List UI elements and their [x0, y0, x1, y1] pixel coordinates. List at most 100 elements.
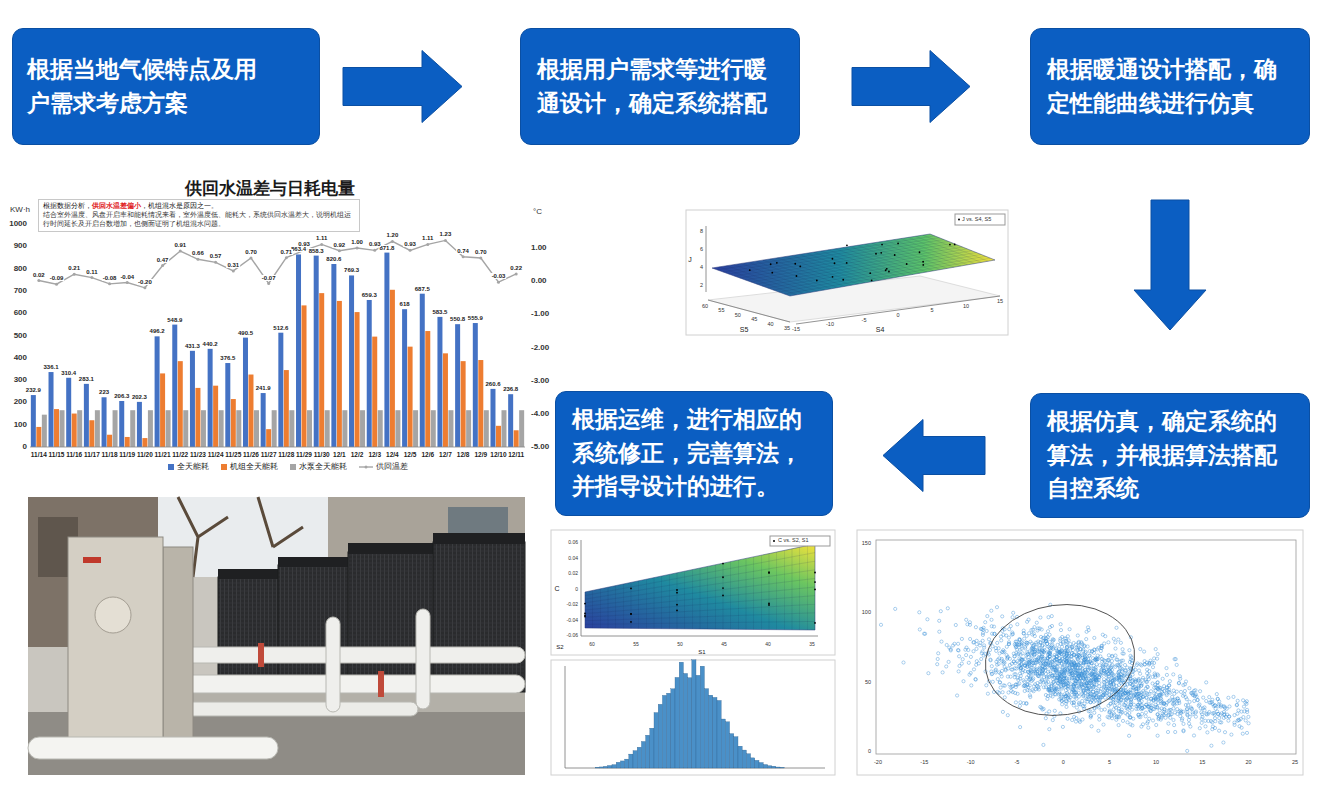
- scatter-point: [1040, 628, 1043, 631]
- scatter-point: [1172, 673, 1175, 676]
- scatter-point: [1151, 666, 1154, 669]
- trend-marker: [267, 282, 270, 285]
- scatter-point: [1163, 708, 1166, 711]
- data-point: [871, 279, 873, 281]
- scatter-point: [965, 618, 968, 621]
- scatter-point: [1054, 687, 1057, 690]
- scatter-point: [1009, 675, 1012, 678]
- bar: [384, 253, 389, 447]
- scatter-point: [998, 681, 1001, 684]
- scatter-point: [1132, 703, 1135, 706]
- scatter-point: [894, 607, 897, 610]
- legend-dot: [773, 540, 775, 542]
- data-point: [584, 603, 586, 605]
- scatter-point: [1022, 685, 1025, 688]
- data-point: [885, 269, 887, 271]
- bar: [508, 394, 513, 447]
- trend-marker: [214, 261, 217, 264]
- scatter-point: [1059, 642, 1062, 645]
- trend-marker: [179, 250, 182, 253]
- scatter-point: [1073, 683, 1076, 686]
- scatter-point: [1053, 682, 1056, 685]
- scatter-point: [1098, 685, 1101, 688]
- scatter-point: [1011, 685, 1014, 688]
- axis-line: [581, 540, 582, 636]
- scatter-point: [972, 668, 975, 671]
- data-point: [832, 276, 834, 278]
- bar: [337, 301, 342, 447]
- scatter-point: [1070, 683, 1073, 686]
- scatter-point: [1075, 706, 1078, 709]
- scatter-point: [1045, 712, 1048, 715]
- scatter-point: [1097, 672, 1100, 675]
- scatter-point: [990, 665, 993, 668]
- bar: [266, 429, 271, 447]
- scatter-point: [1186, 749, 1189, 752]
- scatter-point: [1025, 641, 1028, 644]
- scatter-point: [1102, 723, 1105, 726]
- data-point: [768, 572, 770, 574]
- histogram-bar: [759, 763, 763, 768]
- scatter-point: [927, 672, 930, 675]
- scatter-point: [1031, 688, 1034, 691]
- scatter-point: [996, 678, 999, 681]
- scatter-point: [1108, 710, 1111, 713]
- scatter-point: [1187, 718, 1190, 721]
- trend-marker: [161, 264, 164, 267]
- scatter-point: [1177, 682, 1180, 685]
- trend-marker: [126, 281, 129, 284]
- scatter-point: [968, 623, 971, 626]
- scatter-point: [1122, 652, 1125, 655]
- scatter-point: [1060, 662, 1063, 665]
- scatter-point: [994, 671, 997, 674]
- scatter-point: [1019, 674, 1022, 677]
- scatter-point: [1026, 653, 1029, 656]
- bar: [36, 427, 41, 447]
- mesh-line: [723, 563, 724, 629]
- scatter-point: [1022, 679, 1025, 682]
- scatter-point: [996, 641, 999, 644]
- scatter-point: [1048, 728, 1051, 731]
- scatter-point: [1161, 692, 1164, 695]
- scatter-point: [1143, 691, 1146, 694]
- scatter-point: [991, 672, 994, 675]
- bar: [390, 290, 395, 447]
- scatter-point: [923, 632, 926, 635]
- histogram-bar: [650, 728, 654, 768]
- scatter-point: [1139, 663, 1142, 666]
- scatter-point: [1060, 649, 1063, 652]
- plot-legend-box: [770, 536, 830, 546]
- scatter-point: [1064, 689, 1067, 692]
- scatter-point: [1107, 669, 1110, 672]
- scatter-point: [1127, 696, 1130, 699]
- trend-marker: [515, 272, 518, 275]
- scatter-point: [1053, 715, 1056, 718]
- scatter-point: [1013, 676, 1016, 679]
- scatter-point: [1078, 703, 1081, 706]
- scatter-point: [1076, 649, 1079, 652]
- bar: [314, 256, 319, 447]
- scatter-point: [1145, 680, 1148, 683]
- scatter-point: [1148, 717, 1151, 720]
- histogram-bar: [612, 765, 616, 768]
- scatter-point: [1117, 679, 1120, 682]
- scatter-point: [991, 632, 994, 635]
- data-point: [814, 589, 816, 591]
- bar: [431, 410, 436, 447]
- data-point: [875, 253, 877, 255]
- scatter-point: [1183, 683, 1186, 686]
- scatter-point: [941, 671, 944, 674]
- scatter-point: [1124, 692, 1127, 695]
- scatter-point: [999, 635, 1002, 638]
- bar: [325, 410, 330, 447]
- bar: [289, 410, 294, 447]
- scatter-point: [1043, 666, 1046, 669]
- scatter-point: [1061, 725, 1064, 728]
- bar: [107, 435, 112, 447]
- bar: [236, 410, 241, 447]
- scatter-point: [1007, 642, 1010, 645]
- bar: [89, 420, 94, 447]
- scatter-point: [1087, 666, 1090, 669]
- scatter-point: [1114, 647, 1117, 650]
- scatter-point: [1129, 688, 1132, 691]
